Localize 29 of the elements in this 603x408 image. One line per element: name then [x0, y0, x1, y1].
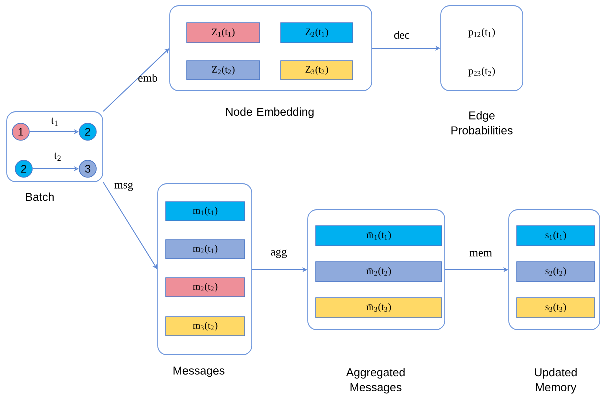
vector-bar: m̄$_{2}$(t$_{2}$): [316, 262, 442, 282]
edge-label: t$_{1}$: [51, 118, 58, 126]
vector-bar: s$_{3}$(t$_{3}$): [516, 298, 596, 318]
vector-bar: m$_{2}$(t$_{1}$): [166, 240, 246, 260]
edge-label: dec: [394, 30, 410, 40]
vector-bar: Z$_{2}$(t$_{1}$): [280, 22, 354, 44]
vector-bar: s$_{2}$(t$_{2}$): [516, 262, 596, 282]
box-title: Aggregated Messages: [346, 368, 405, 394]
box-title: Edge Probabilities: [452, 111, 513, 135]
edge-label: mem: [470, 251, 492, 257]
vector-bar: Z$_{2}$(t$_{2}$): [186, 60, 260, 80]
box-title: Messages: [174, 366, 225, 378]
vector-bar: m̄$_{3}$(t$_{3}$): [316, 298, 442, 318]
vector-bar: m$_{1}$(t$_{1}$): [166, 202, 246, 222]
edge-label: emb: [138, 74, 158, 82]
box-title: Node Embedding: [226, 108, 314, 118]
box-title: Updated Memory: [535, 368, 577, 394]
probability-text: p$_{23}$(t$_{2}$): [468, 67, 496, 77]
box-title: Batch: [26, 192, 54, 202]
probability-text: p$_{12}$(t$_{1}$): [468, 28, 496, 38]
vector-bar: m̄$_{1}$(t$_{1}$): [316, 226, 442, 246]
vector-bar: s$_{1}$(t$_{1}$): [516, 226, 596, 246]
edge-label: agg: [271, 250, 288, 258]
edge-label: t$_{2}$: [54, 152, 61, 162]
vector-bar: m$_{3}$(t$_{2}$): [166, 316, 246, 336]
vector-bar: m$_{2}$(t$_{2}$): [166, 278, 246, 298]
vector-bar: Z$_{1}$(t$_{1}$): [186, 22, 260, 44]
edge-label: msg: [114, 182, 134, 192]
vector-bar: Z$_{3}$(t$_{2}$): [280, 60, 354, 80]
